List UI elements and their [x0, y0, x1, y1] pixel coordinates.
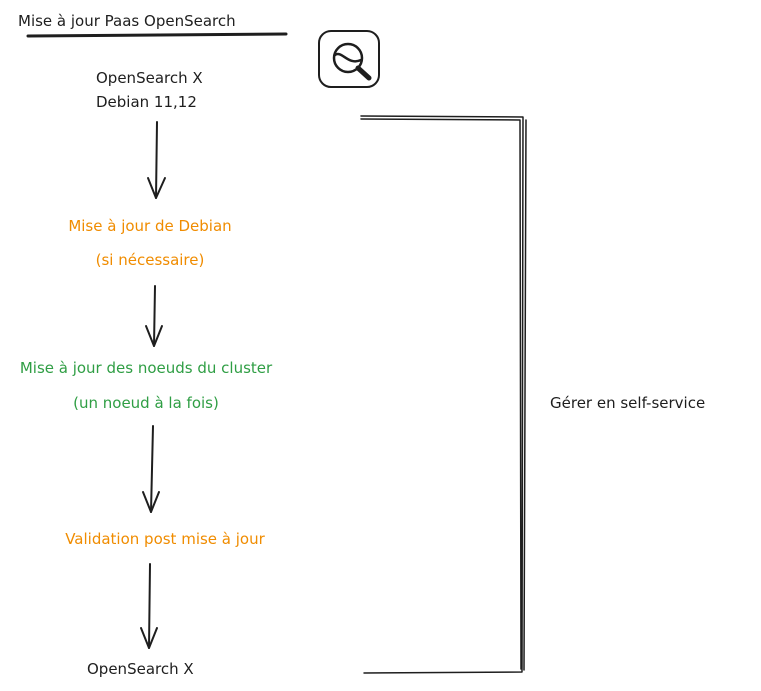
- arrow-3: [142, 425, 160, 513]
- bracket: [360, 115, 527, 674]
- step-post-validation: Validation post mise à jour: [65, 530, 265, 548]
- step-cluster-nodes-update: Mise à jour des noeuds du cluster: [19, 359, 273, 377]
- start-line-1: OpenSearch X: [96, 69, 203, 87]
- diagram-title: Mise à jour Paas OpenSearch: [18, 12, 236, 30]
- opensearch-logo-icon: [318, 30, 380, 88]
- title-underline: [26, 32, 288, 38]
- arrow-2: [145, 285, 163, 347]
- arrow-4: [140, 563, 158, 649]
- bracket-label: Gérer en self-service: [550, 394, 706, 412]
- step-debian-update: Mise à jour de Debian: [68, 217, 232, 235]
- step-cluster-nodes-note: (un noeud à la fois): [73, 394, 219, 412]
- step-debian-update-note: (si nécessaire): [95, 251, 205, 269]
- arrow-1: [147, 121, 166, 199]
- end-state: OpenSearch X: [87, 660, 194, 678]
- start-line-2: Debian 11,12: [96, 93, 197, 111]
